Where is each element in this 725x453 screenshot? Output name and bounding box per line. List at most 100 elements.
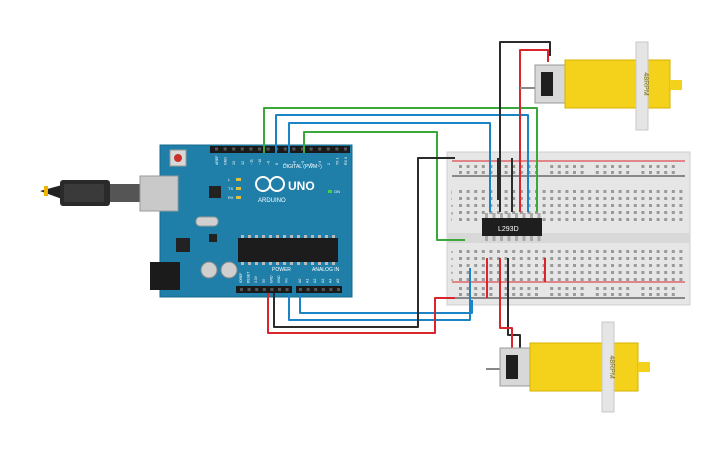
power-rail-hole [664,165,668,168]
wire-green-pin10-to-bb[interactable] [263,107,538,212]
breadboard-hole [618,190,622,193]
power-rail-hole [573,171,576,174]
header-pin[interactable] [240,288,243,291]
wire-blue-analog[interactable] [299,293,473,314]
breadboard-hole [504,250,508,253]
power-rail-hole [573,165,576,168]
mcu-pin [304,262,307,265]
power-rail-hole [550,287,554,290]
mcu-pin [276,235,279,238]
reset-button-cap[interactable] [174,154,182,162]
status-led [236,178,241,181]
header-pin[interactable] [249,147,253,151]
power-rail-hole [466,171,470,174]
breadboard-hole [679,271,683,274]
breadboard-hole [489,264,493,267]
breadboard-hole [618,211,622,214]
dc-motor-top[interactable]: 48RPM [520,41,682,131]
header-pin[interactable] [326,147,330,151]
header-pin[interactable] [329,288,333,291]
breadboard-hole [459,278,462,281]
arduino-pcb [159,144,353,298]
power-rail-hole [603,165,607,168]
header-pin[interactable] [215,147,218,151]
breadboard-hole [481,190,485,193]
breadboard-hole [527,250,531,253]
power-rail-hole [481,165,485,168]
header-pin[interactable] [318,147,322,151]
breadboard-hole [474,271,478,274]
breadboard-hole [611,250,614,253]
power-rail-hole [664,171,668,174]
digital-pin-label: RX 0 [344,157,348,165]
header-pin[interactable] [262,288,266,291]
header-pin[interactable] [278,288,281,291]
header-pin[interactable] [283,147,287,151]
power-rail-hole [519,287,523,290]
breadboard-hole [588,218,592,221]
power-rail-hole [519,171,523,174]
wire-black-motor-bottom[interactable] [507,258,521,350]
header-pin[interactable] [314,288,318,291]
mcu-pin [262,262,265,265]
wire-green-pin5-to-bb[interactable] [303,131,465,241]
breadboard-hole [557,278,561,281]
header-pin[interactable] [309,147,313,151]
header-pin[interactable] [292,147,296,151]
header-pin[interactable] [270,288,274,291]
breadboard-hole [595,250,599,253]
breadboard-hole [641,264,645,267]
power-rail-hole [512,165,516,168]
header-pin[interactable] [266,147,270,151]
analog-pin-label: A2 [313,279,317,283]
power-rail-hole [512,171,516,174]
header-pin[interactable] [306,288,310,291]
header-pin[interactable] [258,147,261,151]
breadboard-hole [519,250,523,253]
breadboard-hole [679,278,683,281]
l293d-pin [537,236,541,241]
dc-motor-bottom[interactable]: 48RPM [486,321,650,413]
breadboard-hole [580,197,584,200]
header-pin[interactable] [247,288,251,291]
breadboard-hole [626,264,630,267]
breadboard-hole [588,211,592,214]
breadboard-hole [603,278,607,281]
wire-blue-pin9-to-bb[interactable] [275,114,529,212]
header-pin[interactable] [301,147,304,151]
breadboard-hole [519,257,523,260]
header-pin[interactable] [240,147,244,151]
header-pin[interactable] [335,147,339,151]
wire-red-5v-to-rail[interactable] [267,293,455,334]
breadboard-hole [603,257,607,260]
breadboard-hole [618,250,622,253]
wire-red-motor-top[interactable] [519,49,549,212]
header-pin[interactable] [285,288,289,291]
motor-bottom-terminal-block [506,355,518,379]
l293d-pin [530,236,533,241]
header-pin[interactable] [299,288,302,291]
breadboard-hole [626,250,630,253]
header-pin[interactable] [337,288,340,291]
wire-black-gnd-to-rail[interactable] [273,157,455,328]
usb-interface-chip [209,186,221,198]
breadboard-hole [633,204,637,207]
wires[interactable] [263,41,551,350]
l293d-driver[interactable]: L293D [482,213,542,241]
wire-red-motor-bottom[interactable] [499,258,513,350]
header-pin[interactable] [344,147,347,151]
breadboard-hole [459,204,462,207]
power-rail-hole [580,287,584,290]
wire-black-motor-top[interactable] [499,41,551,212]
header-pin[interactable] [321,288,325,291]
power-pin-label: IOREF [239,273,243,283]
breadboard-hole [626,204,630,207]
header-pin[interactable] [232,147,236,151]
header-pin[interactable] [255,288,259,291]
wire-blue-gnd-lower[interactable] [288,268,471,321]
breadboard-hole [565,197,569,200]
motor-bottom-tab [638,362,650,372]
header-pin[interactable] [223,147,227,151]
wire-blue-pin8-to-bb[interactable] [288,122,491,212]
